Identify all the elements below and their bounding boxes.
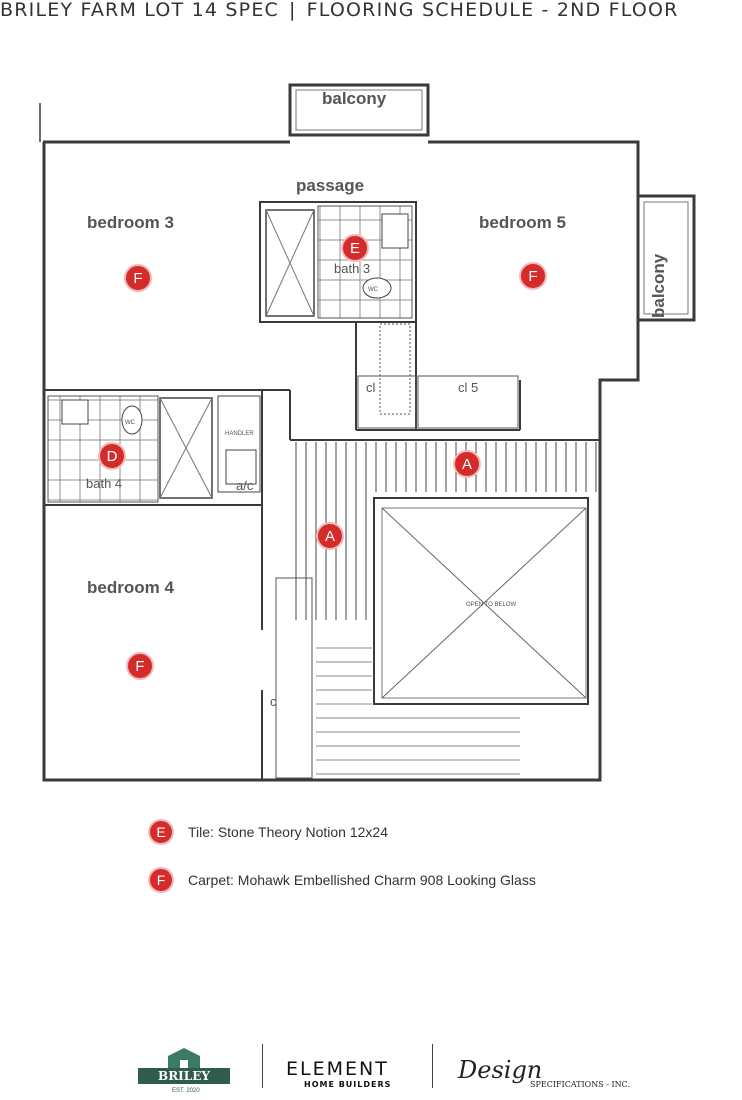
marker-hall-left-code: A [325,528,335,545]
closet-left-label: cl [366,380,376,395]
outer-walls [39,103,640,782]
stairs [316,647,520,775]
marker-hall-right-code: A [462,456,472,473]
briley-farm-wordmark: BRILEY FARM [138,1068,230,1099]
marker-hall-right: A [453,450,481,478]
marker-bedroom3: F [124,264,152,292]
bath3-label: bath 3 [334,261,370,276]
legend-text-f: Carpet: Mohawk Embellished Charm 908 Loo… [188,872,536,888]
interior-walls [44,201,600,780]
element-logo-sub: HOME BUILDERS [304,1080,392,1089]
bath4-label: bath 4 [86,476,122,491]
marker-bedroom4: F [126,652,154,680]
floor-plan: balcony balcony WC bath 3 [39,83,696,782]
bath4-area: WC bath 4 HANDLER a/c [47,395,261,503]
schedule-title: FLOORING SCHEDULE - 2ND FLOOR [306,0,679,21]
marker-bedroom5: F [519,262,547,290]
closets: cl cl 5 c [270,323,519,779]
footer-divider-1 [262,1044,263,1088]
legend-row-f: F Carpet: Mohawk Embellished Charm 908 L… [148,866,536,894]
marker-bedroom5-code: F [528,268,537,285]
legend-marker-e: E [148,819,174,845]
marker-bath3: E [341,234,369,262]
balcony-top-label: balcony [322,89,387,108]
bath4-wc-label: WC [125,420,136,426]
bath3-area: WC bath 3 [265,205,413,319]
bedroom3-label: bedroom 3 [87,213,174,232]
marker-hall-left: A [316,522,344,550]
header-separator: | [289,0,297,21]
legend-text-e: Tile: Stone Theory Notion 12x24 [188,824,389,840]
flooring-legend: E Tile: Stone Theory Notion 12x24 F Carp… [148,818,536,914]
project-title: BRILEY FARM LOT 14 SPEC [0,0,280,21]
briley-farm-logo: BRILEY FARM EST. 2020 [138,1046,230,1099]
briley-barn-icon [168,1048,200,1070]
handler-label: HANDLER [225,431,254,437]
legend-marker-f: F [148,867,174,893]
hall-planks [292,442,598,620]
marker-bath4: D [98,442,126,470]
open-to-below: OPEN TO BELOW [373,497,589,705]
legend-row-e: E Tile: Stone Theory Notion 12x24 [148,818,536,846]
bedroom5-label: bedroom 5 [479,213,566,232]
marker-bedroom4-code: F [135,658,144,675]
passage-label: passage [296,176,364,195]
element-logo-name: ELEMENT [286,1058,389,1080]
briley-est: EST. 2020 [172,1088,200,1094]
open-to-below-label: OPEN TO BELOW [466,602,516,608]
balcony-right: balcony [636,194,696,322]
marker-bedroom3-code: F [133,270,142,287]
design-logo-name: Design [458,1056,543,1084]
marker-bath3-code: E [350,240,360,257]
design-logo-sub: SPECIFICATIONS - INC. [530,1080,631,1089]
bath3-wc-label: WC [368,287,379,293]
page-header: BRILEY FARM LOT 14 SPEC | FLOORING SCHEDUL… [0,0,742,24]
balcony-right-label: balcony [649,253,668,318]
balcony-top: balcony [288,83,430,137]
closet5-label: cl 5 [458,380,478,395]
footer-divider-2 [432,1044,433,1088]
closet-c-label: c [270,694,277,709]
bedroom4-label: bedroom 4 [87,578,174,597]
ac-label: a/c [236,478,254,493]
footer-logos: BRILEY FARM EST. 2020 ELEMENT HOME BUILD… [0,1040,742,1099]
marker-bath4-code: D [107,448,118,465]
